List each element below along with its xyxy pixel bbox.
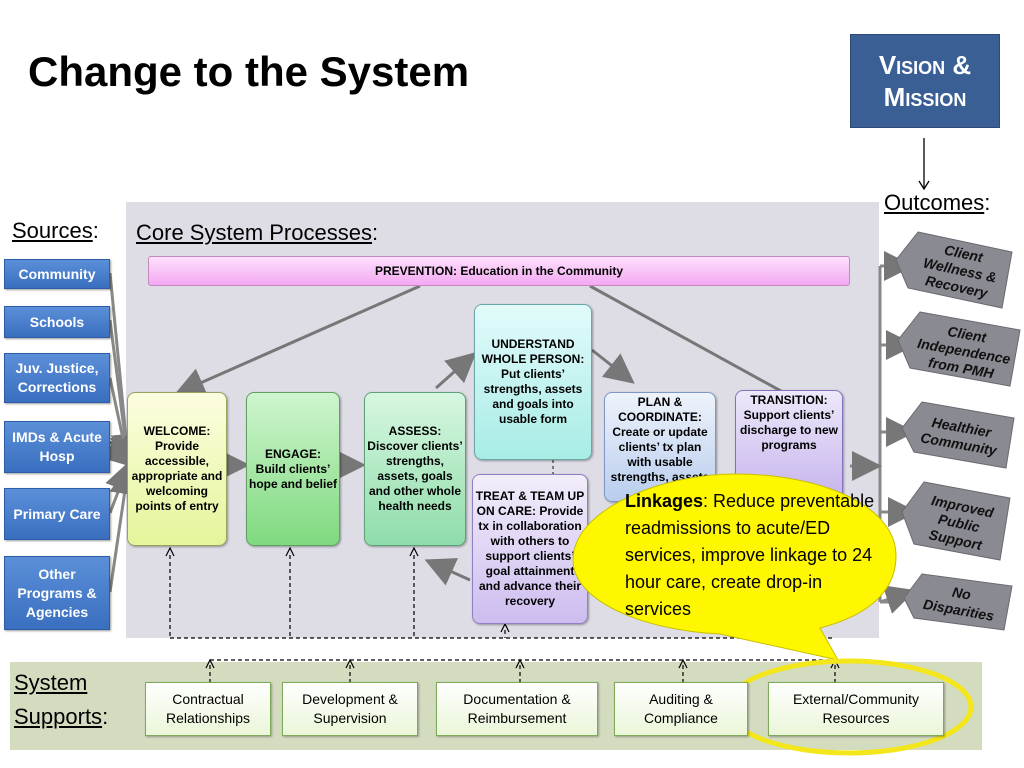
process-welcome: WELCOME: Provide accessible, appropriate… [127, 392, 227, 546]
linkages-text: Linkages: Reduce preventable readmission… [625, 491, 875, 619]
process-understand: UNDERSTAND WHOLE PERSON: Put clients’ st… [474, 304, 592, 460]
process-treat: TREAT & TEAM UP ON CARE: Provide tx in c… [472, 474, 588, 624]
source-juvenile-justice: Juv. Justice, Corrections [4, 353, 110, 403]
process-assess: ASSESS: Discover clients’ strengths, ass… [364, 392, 466, 546]
source-primary-care: Primary Care [4, 488, 110, 540]
outcomes-label: Outcomes: [884, 190, 991, 215]
system-supports-label: System Supports: [14, 670, 109, 729]
process-plan: PLAN & COORDINATE: Create or update clie… [604, 392, 716, 502]
support-contractual: Contractual Relationships [145, 682, 271, 736]
source-imds-acute-hosp: IMDs & Acute Hosp [4, 421, 110, 473]
support-development: Development & Supervision [282, 682, 418, 736]
prevention-bar: PREVENTION: Education in the Community [148, 256, 850, 286]
source-community: Community [4, 259, 110, 289]
page-title: Change to the System [28, 48, 470, 95]
process-engage: ENGAGE: Build clients’ hope and belief [246, 392, 340, 546]
support-dashed-links [169, 555, 836, 682]
vision-line-2: Mission [883, 82, 967, 112]
source-other-programs: Other Programs & Agencies [4, 556, 110, 630]
source-schools: Schools [4, 306, 110, 338]
support-auditing: Auditing & Compliance [614, 682, 748, 736]
vision-mission-box: Vision & Mission [850, 34, 1000, 128]
sources-label: Sources: [12, 218, 99, 243]
core-processes-label: Core System Processes: [136, 220, 379, 245]
vision-line-1: Vision & [878, 50, 972, 80]
source-arrows [100, 272, 141, 593]
support-documentation: Documentation & Reimbursement [436, 682, 598, 736]
support-external-community: External/Community Resources [768, 682, 944, 736]
